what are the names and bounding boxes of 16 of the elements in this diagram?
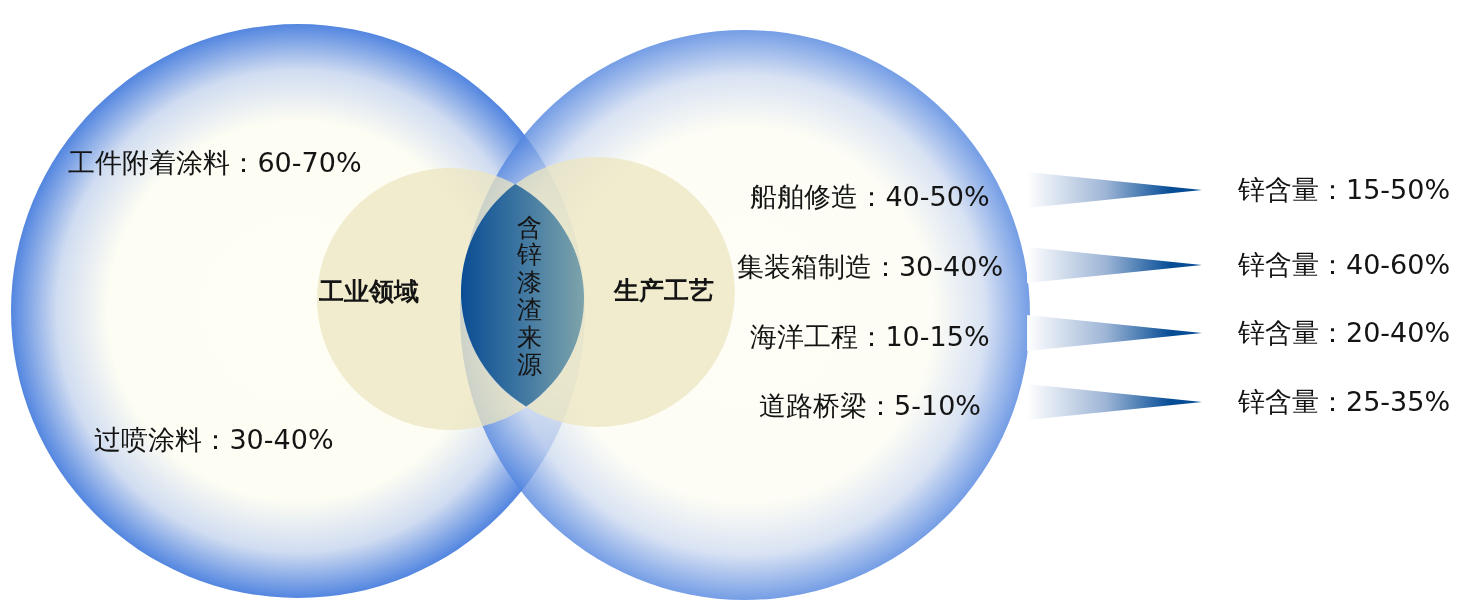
zinc-content-label: 锌含量：15-50% [1238,173,1451,207]
circle-title-text: 工业领域 [319,277,419,307]
zinc-content-label: 锌含量：25-35% [1238,385,1451,419]
crescent-region [515,157,735,427]
category-share-label: 船舶修造：40-50% [750,180,990,214]
category-share-label: 海洋工程：10-15% [750,320,990,354]
zinc-content-label: 锌含量：20-40% [1238,316,1451,350]
category-share-label: 工件附着涂料：60-70% [68,146,362,180]
circle-title-text: 生产工艺 [614,276,714,306]
category-share-label: 过喷涂料：30-40% [94,423,334,457]
category-share-label: 集装箱制造：30-40% [736,250,1004,284]
outer-circle [460,30,1030,600]
vertical-title-text: 含锌漆渣来源 [517,213,542,379]
zinc-content-label: 锌含量：40-60% [1238,248,1451,282]
category-share-label: 道路桥梁：5-10% [759,389,981,423]
overlap-lens [461,184,584,407]
